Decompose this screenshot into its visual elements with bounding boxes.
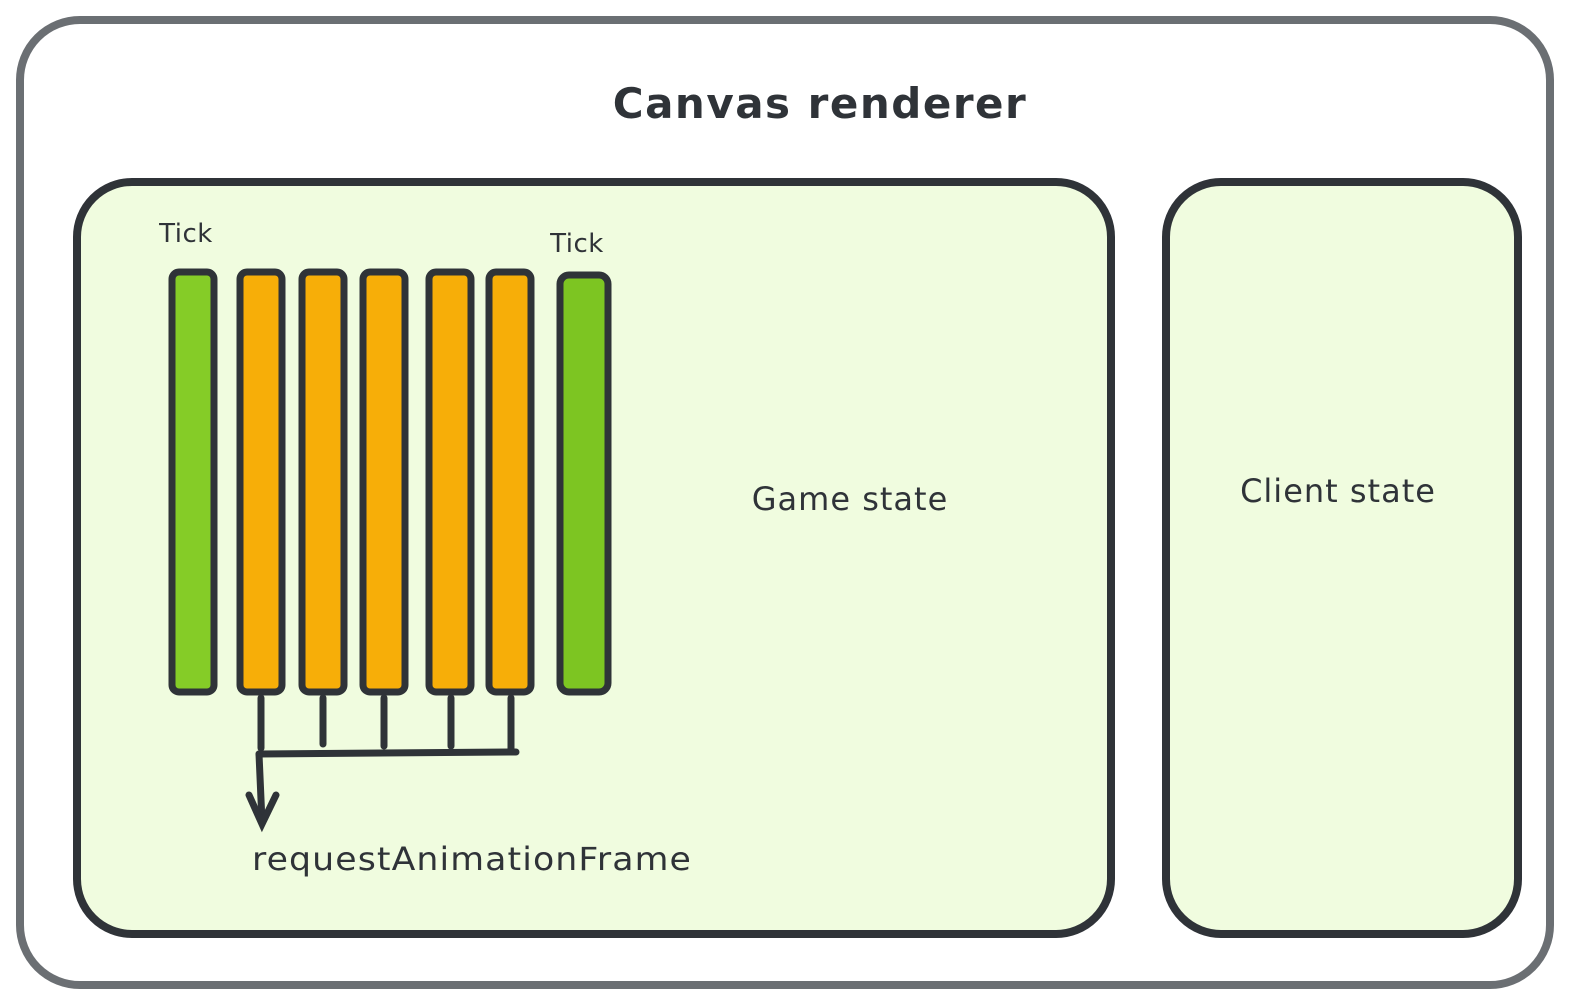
diagram-title: Canvas renderer bbox=[613, 79, 1027, 128]
game-state-label: Game state bbox=[752, 480, 949, 518]
tick-bar-start bbox=[168, 268, 218, 696]
frame-bar-5 bbox=[485, 268, 535, 696]
frame-connectors bbox=[245, 694, 520, 833]
raf-label: requestAnimationFrame bbox=[252, 840, 692, 878]
client-state-panel bbox=[1162, 178, 1522, 938]
arrow-down-icon bbox=[245, 791, 280, 833]
frame-bar-4 bbox=[425, 268, 475, 696]
connector-down-arrow-shaft bbox=[255, 750, 266, 826]
frame-bar-1 bbox=[236, 268, 286, 696]
connector-bus bbox=[255, 748, 520, 758]
tick-label-start: Tick bbox=[158, 219, 213, 249]
tick-label-end: Tick bbox=[549, 229, 604, 259]
frame-bar-2 bbox=[298, 268, 348, 696]
tick-bar-end bbox=[556, 271, 612, 696]
client-state-label: Client state bbox=[1240, 472, 1436, 510]
timeline-bars bbox=[168, 268, 612, 696]
frame-bar-3 bbox=[359, 268, 409, 696]
